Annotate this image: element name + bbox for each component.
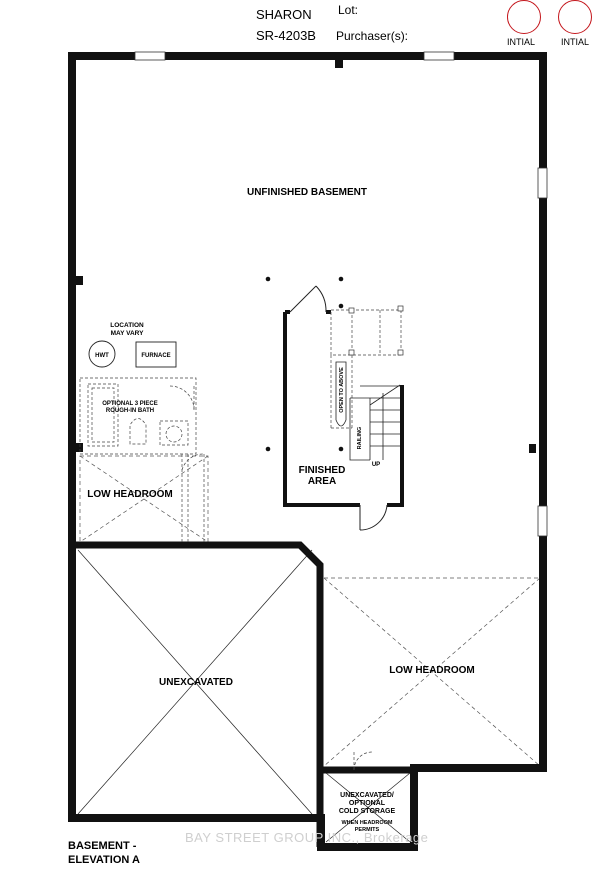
initial-circle-2[interactable] bbox=[558, 0, 592, 34]
low-headroom-right-label: LOW HEADROOM bbox=[389, 665, 475, 676]
optional-bath bbox=[79, 377, 205, 542]
footer-line-1: BASEMENT - bbox=[68, 840, 137, 852]
initial-label-2: INTIAL bbox=[561, 37, 590, 47]
exterior-walls bbox=[68, 52, 547, 851]
cold-storage-label-2: OPTIONAL bbox=[349, 800, 386, 807]
stair-open-above bbox=[330, 309, 402, 429]
windows bbox=[134, 51, 548, 537]
cold-storage-label-1: UNEXCAVATED/ bbox=[340, 792, 394, 799]
unexcavated-label: UNEXCAVATED bbox=[159, 677, 233, 688]
unexcavated-cross bbox=[77, 549, 313, 815]
wall-posts bbox=[76, 60, 536, 453]
bath-label-2: ROUGH-IN BATH bbox=[106, 408, 154, 414]
unfinished-basement-label: UNFINISHED BASEMENT bbox=[247, 187, 367, 198]
plan-footer: BASEMENT - ELEVATION A bbox=[68, 839, 158, 867]
low-headroom-left-cross bbox=[79, 455, 209, 543]
finished-area-door[interactable] bbox=[289, 285, 327, 313]
brokerage-watermark: BAY STREET GROUP INC., Brokerage bbox=[185, 830, 429, 845]
bottom-door[interactable] bbox=[359, 504, 388, 531]
purchaser-label: Purchaser(s): bbox=[336, 29, 409, 43]
location-may-vary-label-1: LOCATION bbox=[110, 322, 144, 329]
model-name: SHARON bbox=[256, 7, 312, 22]
low-headroom-right-cross bbox=[323, 577, 541, 767]
columns bbox=[265, 276, 344, 452]
bath-label-1: OPTIONAL 3 PIECE bbox=[102, 401, 158, 407]
furnace-label: FURNACE bbox=[141, 353, 170, 359]
stair-posts bbox=[348, 305, 404, 356]
finished-area-label-1: FINISHED bbox=[299, 465, 346, 476]
cold-storage-door bbox=[353, 751, 373, 771]
stair-treads bbox=[349, 384, 401, 461]
hwt-label: HWT bbox=[95, 353, 109, 359]
open-above-arrow bbox=[335, 361, 347, 427]
railing-label: RAILING bbox=[357, 427, 363, 450]
mechanical bbox=[88, 340, 177, 368]
stair-up-label: UP bbox=[372, 462, 380, 468]
cold-storage-label-5: PERMITS bbox=[355, 827, 380, 833]
open-to-above-label: OPEN TO ABOVE bbox=[339, 367, 345, 413]
finished-area-label-2: AREA bbox=[308, 476, 336, 487]
cold-storage-label-4: WHEN HEADROOM bbox=[341, 820, 392, 826]
model-code: SR-4203B bbox=[256, 28, 316, 43]
lot-label: Lot: bbox=[338, 3, 359, 17]
unexcavated-wall bbox=[72, 541, 414, 847]
location-may-vary-label-2: MAY VARY bbox=[111, 330, 145, 337]
cold-storage-label-3: COLD STORAGE bbox=[339, 808, 396, 815]
cold-storage-cross bbox=[325, 772, 411, 843]
footer-line-2: ELEVATION A bbox=[68, 854, 140, 866]
low-headroom-left-label: LOW HEADROOM bbox=[87, 489, 173, 500]
initial-label-1: INTIAL bbox=[507, 37, 536, 47]
finished-area-walls bbox=[283, 310, 404, 507]
initial-circle-1[interactable] bbox=[507, 0, 541, 34]
